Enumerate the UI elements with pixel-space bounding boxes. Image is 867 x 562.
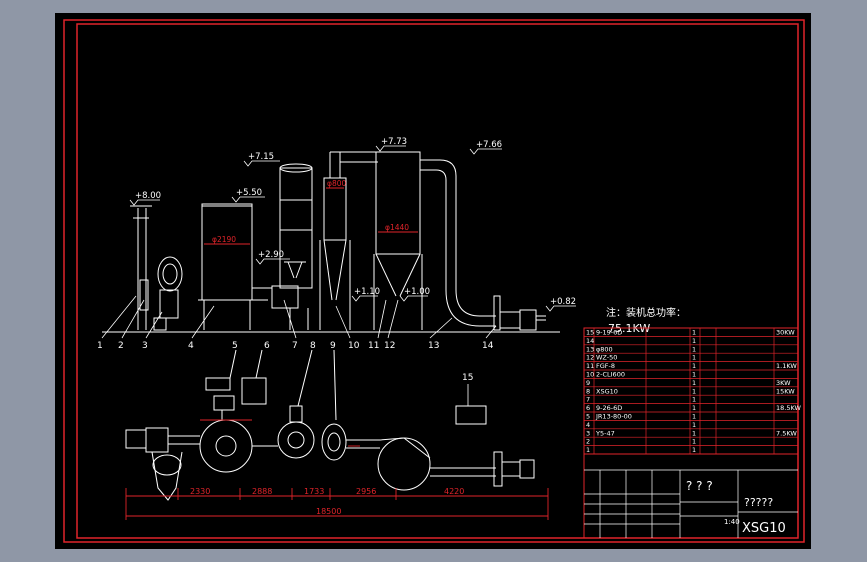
parts-cell-name: 9-26-6D (596, 404, 622, 412)
parts-cell-no: 2 (586, 438, 590, 446)
callout-number: 13 (428, 341, 439, 351)
parts-cell-qty: 1 (692, 404, 696, 412)
callout-number: 1 (97, 341, 103, 351)
callout-number: 6 (264, 341, 270, 351)
callout-number: 4 (188, 341, 194, 351)
callout-number: 8 (310, 341, 316, 351)
dimension-label: 4220 (444, 487, 464, 496)
parts-cell-name: Y5-47 (595, 429, 615, 437)
parts-cell-no: 11 (586, 362, 594, 370)
parts-cell-power: 3KW (776, 379, 791, 387)
plan-dimension-lines (125, 419, 549, 520)
parts-cell-qty: 1 (692, 446, 696, 454)
plan-callout: 15 (462, 373, 473, 383)
parts-cell-qty: 1 (692, 396, 696, 404)
drawing-scale: 1:40 (724, 518, 740, 526)
elevation-label: +2.90 (258, 250, 284, 260)
diameter-label: φ2190 (212, 235, 236, 244)
diameter-label: φ800 (327, 179, 346, 188)
callout-number: 11 (368, 341, 379, 351)
callout-number: 2 (118, 341, 124, 351)
callout-number: 7 (292, 341, 298, 351)
parts-cell-qty: 1 (692, 354, 696, 362)
power-note-label: 注：装机总功率： (606, 306, 686, 319)
side-view-callouts: 1 2 3 4 5 6 7 8 9 10 11 12 13 14 (97, 341, 494, 351)
parts-cell-name: φ800 (596, 345, 613, 353)
parts-cell-qty: 1 (692, 379, 696, 387)
elevation-label: +7.73 (381, 137, 407, 147)
title-marks: ? ? ? (686, 479, 713, 493)
dimension-label: 18500 (316, 507, 341, 516)
parts-cell-qty: 1 (692, 362, 696, 370)
parts-cell-name: XSG10 (596, 387, 618, 395)
plan-dimension-labels: 2330 2888 1733 2956 4220 18500 (190, 487, 464, 516)
diameter-label: φ1440 (385, 223, 409, 232)
parts-cell-qty: 1 (692, 329, 696, 337)
parts-cell-no: 15 (586, 329, 594, 337)
parts-cell-power: 7.5KW (776, 429, 797, 437)
elevation-label: +1.10 (354, 287, 380, 297)
drawing-number: XSG10 (742, 521, 786, 536)
side-elevation-view (102, 151, 560, 333)
parts-cell-no: 7 (586, 396, 590, 404)
outer-frame (63, 19, 805, 543)
title-name: ????? (744, 496, 773, 509)
callout-number: 10 (348, 341, 360, 351)
parts-cell-no: 12 (586, 354, 594, 362)
elevation-label: +1.00 (404, 287, 430, 297)
callout-number: 9 (330, 341, 336, 351)
parts-cell-qty: 1 (692, 371, 696, 379)
elevation-label: +5.50 (236, 188, 262, 198)
parts-cell-name: WZ-50 (596, 354, 617, 362)
parts-cell-no: 8 (586, 387, 590, 395)
elevation-labels: +8.00 +5.50 +7.15 +2.90 +7.73 +7.66 +1.1… (135, 137, 576, 307)
parts-cell-name: JR13-80-00 (595, 413, 632, 421)
dimension-label: 2330 (190, 487, 210, 496)
parts-cell-no: 1 (586, 446, 590, 454)
dimension-label: 2888 (252, 487, 272, 496)
callout-number: 12 (384, 341, 395, 351)
parts-cell-qty: 1 (692, 413, 696, 421)
parts-cell-no: 6 (586, 404, 590, 412)
callout-leaders (101, 295, 497, 339)
parts-cell-no: 13 (586, 345, 594, 353)
parts-cell-no: 5 (586, 413, 590, 421)
parts-cell-power: 30KW (776, 329, 795, 337)
parts-cell-name: 9-19-6D (596, 329, 622, 337)
diameter-markers (204, 187, 418, 245)
parts-cell-power: 15KW (776, 387, 795, 395)
parts-cell-power: 1.1KW (776, 362, 797, 370)
parts-cell-name: FGF-8 (596, 362, 615, 370)
drawing-sheet (55, 13, 811, 549)
diameter-labels: φ2190 φ800 φ1440 (212, 179, 409, 244)
dimension-label: 2956 (356, 487, 376, 496)
callout-number: 14 (482, 341, 494, 351)
elevation-label: +7.15 (248, 152, 274, 162)
callout-number: 5 (232, 341, 238, 351)
elevation-label: +7.66 (476, 140, 502, 150)
parts-cell-qty: 1 (692, 387, 696, 395)
elevation-label: +0.82 (550, 297, 576, 307)
inner-frame (76, 23, 799, 539)
parts-cell-power: 18.5KW (776, 404, 802, 412)
parts-cell-qty: 1 (692, 429, 696, 437)
parts-cell-no: 9 (586, 379, 590, 387)
parts-cell-qty: 1 (692, 345, 696, 353)
parts-cell-name: 2-CLI600 (596, 371, 625, 379)
parts-cell-no: 3 (586, 429, 590, 437)
parts-cell-qty: 1 (692, 438, 696, 446)
parts-cell-no: 4 (586, 421, 590, 429)
parts-cell-no: 14 (586, 337, 594, 345)
dimension-label: 1733 (304, 487, 324, 496)
parts-cell-no: 10 (586, 371, 594, 379)
elevation-label: +8.00 (135, 191, 161, 201)
title-block (583, 453, 799, 539)
elevation-markers (129, 145, 576, 312)
parts-cell-qty: 1 (692, 421, 696, 429)
callout-number: 3 (142, 341, 148, 351)
parts-cell-qty: 1 (692, 337, 696, 345)
